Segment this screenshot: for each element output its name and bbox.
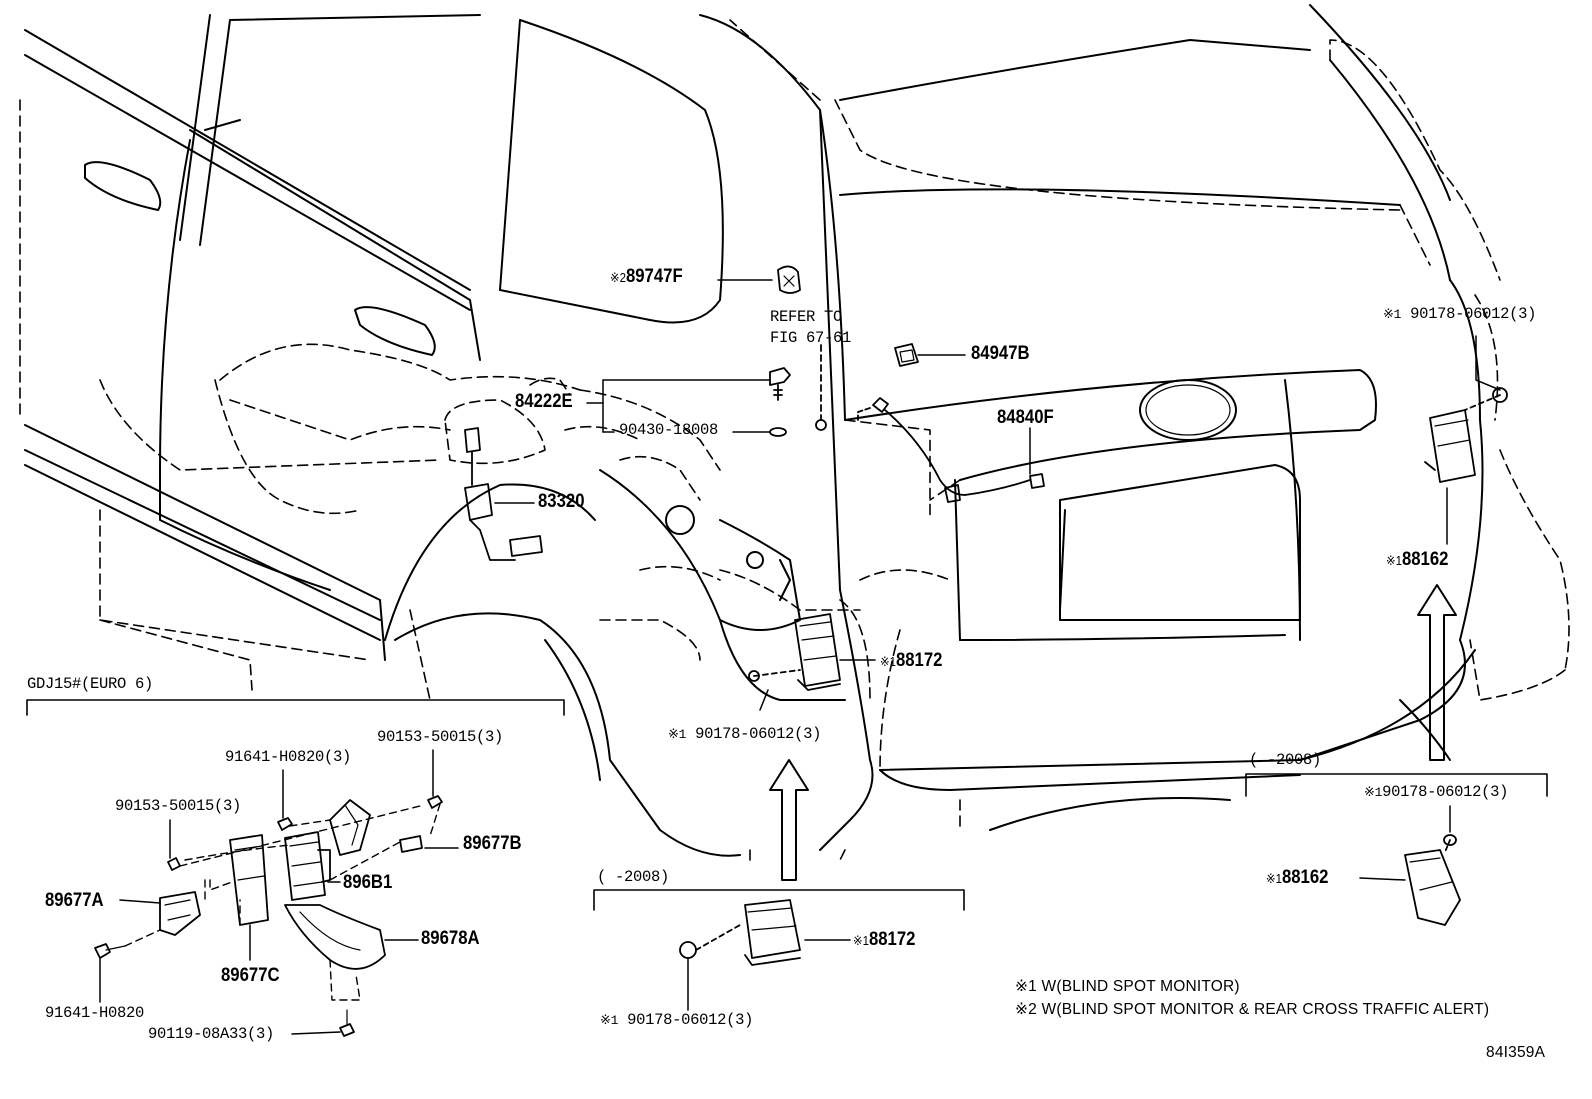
phantom-outline bbox=[19, 19, 1570, 861]
part-label-89677C[interactable]: 89677C bbox=[221, 965, 280, 986]
part-label-84222E[interactable]: 84222E bbox=[515, 391, 573, 412]
group-brackets bbox=[26, 699, 1548, 911]
part-label-896B1[interactable]: 896B1 bbox=[343, 872, 393, 893]
part-label-90119-08A33[interactable]: 90119-08A33(3) bbox=[148, 1025, 275, 1043]
part-label-84840F[interactable]: 84840F bbox=[997, 407, 1054, 428]
part-label-91641-H0820-3[interactable]: 91641-H0820(3) bbox=[225, 748, 352, 766]
group-label-period-right: ( -2008) bbox=[1249, 751, 1322, 769]
part-label-90178-06012-bottom[interactable]: ※1 90178-06012(3) bbox=[600, 1011, 754, 1029]
part-label-90153-50015-left[interactable]: 90153-50015(3) bbox=[115, 797, 242, 815]
part-label-90153-50015-right[interactable]: 90153-50015(3) bbox=[377, 728, 504, 746]
part-label-88162-right[interactable]: ※188162 bbox=[1386, 549, 1449, 570]
part-label-91641-H0820[interactable]: 91641-H0820 bbox=[45, 1004, 145, 1022]
part-label-90430-18008[interactable]: 90430-18008 bbox=[619, 421, 719, 439]
part-label-89677A[interactable]: 89677A bbox=[45, 890, 104, 911]
part-label-89678A[interactable]: 89678A bbox=[421, 928, 480, 949]
catalog-number: 84I359A bbox=[1486, 1044, 1546, 1061]
refer-label-line1[interactable]: REFER TO bbox=[770, 308, 843, 326]
part-label-84947B[interactable]: 84947B bbox=[971, 343, 1030, 364]
euro6-subassembly bbox=[94, 795, 443, 1037]
part-label-90178-06012-top-right[interactable]: ※1 90178-06012(3) bbox=[1383, 305, 1537, 323]
part-label-83320[interactable]: 83320 bbox=[538, 491, 585, 512]
legend-note-1: ※1 W(BLIND SPOT MONITOR) bbox=[1015, 978, 1240, 995]
part-label-89747F[interactable]: ※289747F bbox=[610, 266, 683, 287]
parts-drawings bbox=[464, 265, 1508, 966]
part-label-90178-06012-bottom-right[interactable]: ※190178-06012(3) bbox=[1364, 783, 1509, 801]
group-label-period-left: ( -2008) bbox=[597, 868, 670, 886]
part-label-88172-center[interactable]: ※188172 bbox=[880, 650, 943, 671]
legend-note-2: ※2 W(BLIND SPOT MONITOR & REAR CROSS TRA… bbox=[1015, 1001, 1490, 1018]
part-label-88172-bottom[interactable]: ※188172 bbox=[853, 929, 916, 950]
leader-lines bbox=[99, 279, 1501, 1035]
group-label-euro6: GDJ15#(EURO 6) bbox=[27, 675, 154, 693]
refer-label-line2[interactable]: FIG 67-61 bbox=[770, 329, 852, 347]
part-label-88162-bottom-right[interactable]: ※188162 bbox=[1266, 867, 1329, 888]
part-label-89677B[interactable]: 89677B bbox=[463, 833, 522, 854]
vehicle-body-outline bbox=[24, 4, 1484, 857]
part-label-90178-06012-center[interactable]: ※1 90178-06012(3) bbox=[668, 725, 822, 743]
